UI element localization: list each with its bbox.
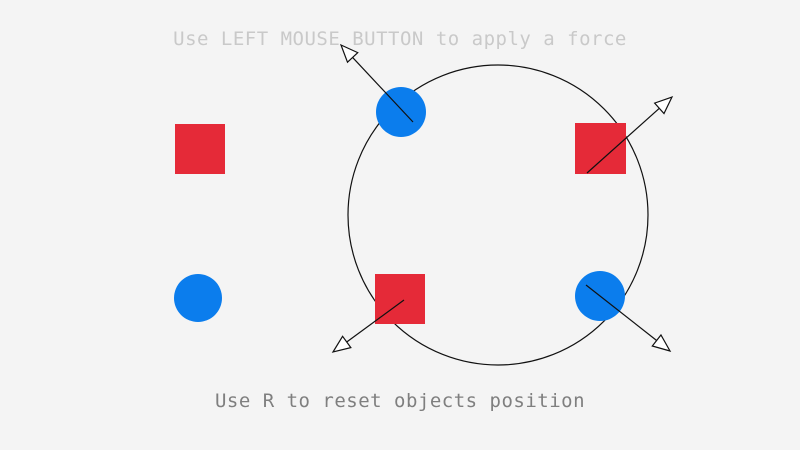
hint-apply-force-label: Use LEFT MOUSE BUTTON to apply a force [173, 28, 627, 50]
force-arrow-top-right [586, 95, 674, 174]
force-arrows-layer [331, 43, 674, 353]
circle-bottom-left[interactable] [174, 274, 222, 322]
force-arrow-bottom-right-head [651, 333, 672, 352]
force-arrow-top-center-shaft [352, 57, 414, 123]
force-arrow-bottom-center-shaft [346, 299, 405, 343]
force-arrow-top-right-head [653, 95, 674, 115]
square-bottom-center[interactable] [375, 274, 425, 324]
force-arrow-top-center-head [339, 43, 359, 64]
force-arrow-top-center [339, 43, 414, 123]
force-arrow-bottom-right [585, 284, 672, 352]
square-top-right[interactable] [575, 123, 626, 174]
hint-reset-label: Use R to reset objects position [214, 390, 586, 412]
force-arrow-bottom-center [331, 299, 405, 353]
force-arrow-bottom-center-head [331, 335, 352, 353]
boundary-circle [347, 64, 649, 366]
force-arrow-bottom-right-shaft [585, 284, 658, 341]
square-top-left[interactable] [175, 124, 225, 174]
force-arrow-top-right-shaft [586, 107, 660, 174]
circle-top-center[interactable] [376, 87, 426, 137]
